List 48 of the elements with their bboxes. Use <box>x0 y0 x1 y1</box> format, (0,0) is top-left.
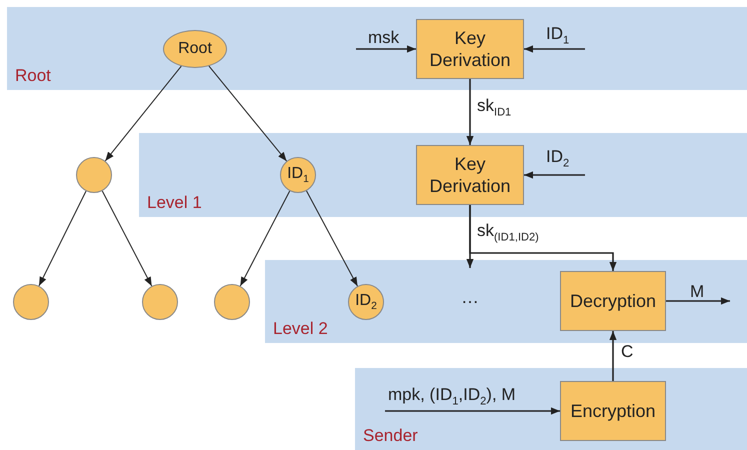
level-label: Root <box>15 66 51 86</box>
edge-label: ID$_{1}$ <box>546 25 570 47</box>
level-label: Level 2 <box>273 319 328 339</box>
edge-label: msk <box>368 29 400 48</box>
level-band <box>7 7 747 90</box>
arrow <box>609 331 617 381</box>
arrow <box>104 66 182 162</box>
process-box <box>560 271 666 331</box>
arrow <box>524 171 585 179</box>
ellipsis-text: … <box>461 287 479 308</box>
node-label: Encryption <box>570 400 656 422</box>
arrow <box>306 190 358 287</box>
arrow <box>208 66 288 162</box>
tree-node-circle <box>142 284 178 320</box>
arrow <box>469 205 617 271</box>
node-label: Decryption <box>570 290 656 312</box>
tree-node-circle <box>13 284 49 320</box>
level-band <box>355 368 747 450</box>
edge-label: sk$_{ID1}$ <box>477 97 512 119</box>
edge-label: ID$_{2}$ <box>546 148 570 170</box>
edge-label: sk$_{(ID1,ID2)}$ <box>477 222 539 244</box>
arrow <box>356 45 416 53</box>
process-box <box>560 381 666 441</box>
tree-node-circle <box>280 157 316 193</box>
arrow <box>385 407 560 415</box>
level-band <box>265 260 747 343</box>
level-label: Sender <box>363 426 418 446</box>
node-label: Root <box>178 39 212 59</box>
level-label: Level 1 <box>147 193 202 213</box>
process-box <box>416 19 524 79</box>
edge-label: M <box>690 283 704 302</box>
arrow <box>102 190 152 287</box>
node-label: ID$_{1}$ <box>287 164 309 186</box>
arrow <box>38 190 86 286</box>
node-label: Key Derivation <box>428 152 512 198</box>
node-label: ID$_{2}$ <box>355 290 377 314</box>
arrow <box>240 190 290 287</box>
arrow <box>666 297 730 305</box>
arrow <box>524 45 585 53</box>
tree-node-circle <box>348 284 384 320</box>
node-label: Key Derivation <box>428 26 512 72</box>
tree-node-circle <box>214 284 250 320</box>
arrow <box>466 79 474 145</box>
edge-label: C <box>621 343 634 362</box>
tree-node-circle <box>76 157 112 193</box>
level-band <box>139 133 747 217</box>
edge-label: mpk, (ID$_{1}$,ID$_{2}$), M <box>388 386 516 408</box>
process-box <box>416 145 524 205</box>
